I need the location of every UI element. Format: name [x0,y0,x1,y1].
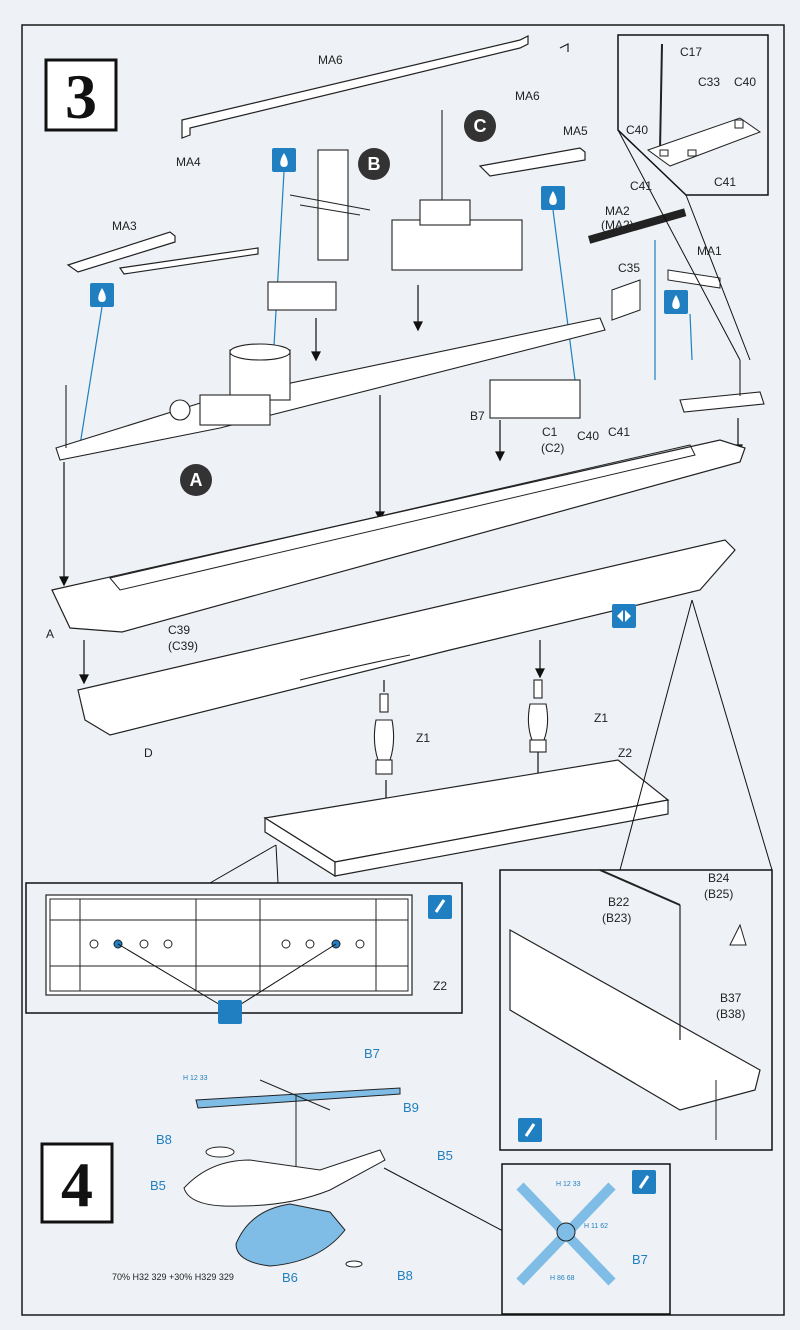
label-step4-b8-bottom: B8 [397,1268,413,1283]
glue-icon-1 [272,148,296,172]
helicopter-fuselage-b5 [183,1149,386,1207]
label-ma2: MA2 [605,204,630,218]
label-ma1: MA1 [697,244,722,258]
label-c1: C1 [542,425,558,439]
helicopter-fuselage-b6 [235,1203,346,1267]
rotor-code-h12: H 12 33 [556,1181,581,1188]
label-ma4: MA4 [176,155,201,169]
label-c40-b: C40 [626,123,648,137]
label-step4-b9: B9 [403,1100,419,1115]
label-d-hull: D [144,746,153,760]
step-3-number: 3 [65,61,97,132]
part-ma2 [588,208,687,244]
subassembly-b-marker: B [358,148,390,180]
label-c41-b: C41 [714,175,736,189]
hull-part-a [51,439,746,633]
label-ma6-right: MA6 [515,89,540,103]
label-c40: C40 [577,429,599,443]
label-b24: B24 [708,871,730,885]
label-ma2-alt: (MA2) [601,218,634,232]
superstructure-assembly [55,110,765,461]
label-c41-a: C41 [630,179,652,193]
label-b37: B37 [720,991,742,1005]
stern-detail-inset [499,599,773,1151]
label-c39: C39 [168,623,190,637]
subassembly-c-marker: C [464,110,496,142]
stand-pillar-z1-right [527,679,549,789]
label-c41: C41 [608,425,630,439]
part-c35 [611,279,641,321]
label-step4-b5-right: B5 [437,1148,453,1163]
page-frame [21,24,785,1316]
label-c40-a: C40 [734,75,756,89]
railing-ma3 [66,231,176,273]
step-4-badge: 4 [40,1142,114,1224]
part-ma1 [667,269,721,289]
label-b37-alt: (B38) [716,1007,745,1021]
stand-pillar-z1-left [373,693,395,815]
label-ma5: MA5 [563,124,588,138]
label-c17: C17 [680,45,702,59]
label-step4-b7: B7 [364,1046,380,1061]
label-c33: C33 [698,75,720,89]
label-ma3: MA3 [112,219,137,233]
paint-code-rotor: H 12 33 [183,1075,208,1082]
rotor-paint-detail [501,1163,671,1315]
label-b24-alt: (B25) [704,887,733,901]
label-b22: B22 [608,895,630,909]
glue-icon-3 [90,283,114,307]
railing-ma5 [478,147,586,177]
hull-part-d [77,539,736,736]
label-b22-alt: (B23) [602,911,631,925]
subassembly-a-marker: A [180,464,212,496]
stand-underside-detail [25,844,463,1024]
flip-over-icon [612,604,636,628]
label-z1-right: Z1 [594,711,608,725]
label-c39-alt: (C39) [168,639,198,653]
glue-icon-4 [664,290,688,314]
svg-text:A: A [190,470,203,490]
mast-detail-inset [617,34,769,361]
paint-mix-label: 70% H32 329 +30% H329 329 [112,1272,234,1282]
label-z2-stand: Z2 [618,746,632,760]
rotor-code-h11: H 11 62 [584,1223,608,1230]
label-c35: C35 [618,261,640,275]
svg-text:C: C [474,116,487,136]
label-a-hull: A [46,627,54,641]
label-ma6-top: MA6 [318,53,343,67]
step-3-badge: 3 [44,58,118,132]
railing-ma6 [181,35,569,139]
label-step4-b8-top: B8 [156,1132,172,1147]
glue-icon-2 [541,186,565,210]
label-z1-left: Z1 [416,731,430,745]
svg-text:B: B [368,154,381,174]
rotor-code-h86: H 86 68 [550,1275,575,1282]
label-step4-b5-left: B5 [150,1178,166,1193]
stand-base-z2 [263,759,670,878]
label-step4-b6: B6 [282,1270,298,1285]
step-4-number: 4 [61,1149,93,1220]
label-z2-detail: Z2 [433,979,447,993]
label-rotor-b7: B7 [632,1252,648,1267]
label-c1-alt: (C2) [541,441,564,455]
label-b7: B7 [470,409,485,423]
